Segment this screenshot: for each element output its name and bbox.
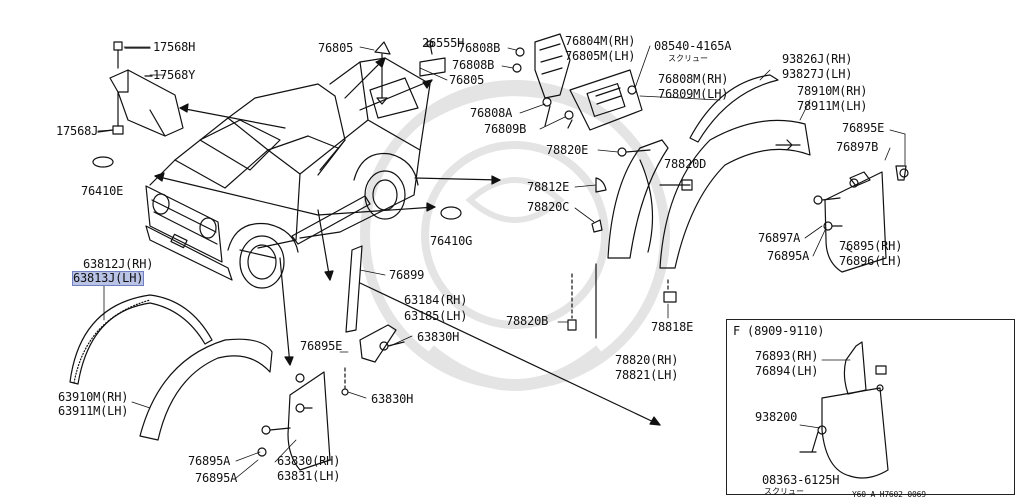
label-76895a-2[interactable]: 76895A bbox=[195, 471, 238, 485]
label-76808b-2[interactable]: 76808B bbox=[452, 58, 495, 72]
label-76895a-1[interactable]: 76895A bbox=[188, 454, 231, 468]
label-93827j[interactable]: 93827J(LH) bbox=[782, 67, 853, 81]
label-17568y[interactable]: 17568Y bbox=[153, 68, 196, 82]
label-17568j[interactable]: 17568J bbox=[56, 124, 99, 138]
label-76805-mid[interactable]: 76805 bbox=[449, 73, 485, 87]
truck-illustration bbox=[145, 57, 431, 289]
label-78820-rh[interactable]: 78820(RH) bbox=[615, 353, 679, 367]
label-63910m[interactable]: 63910M(RH) bbox=[58, 390, 129, 404]
label-26555h[interactable]: 26555H bbox=[422, 36, 465, 50]
label-63184[interactable]: 63184(RH) bbox=[404, 293, 468, 307]
label-76805-top[interactable]: 76805 bbox=[318, 41, 354, 55]
label-63830h-2[interactable]: 63830H bbox=[371, 392, 414, 406]
label-08540-note: スクリュー bbox=[668, 54, 708, 63]
air-guide-part bbox=[97, 41, 184, 137]
front-fender-moulding bbox=[69, 294, 213, 385]
label-78910m[interactable]: 78910M(RH) bbox=[797, 84, 868, 98]
leader-lines bbox=[97, 44, 906, 479]
label-78821-lh[interactable]: 78821(LH) bbox=[615, 368, 679, 382]
label-78820b[interactable]: 78820B bbox=[506, 314, 549, 328]
label-08363[interactable]: 08363-6125H bbox=[762, 473, 840, 487]
emblem-parts bbox=[374, 40, 446, 105]
fuel-lid-assembly bbox=[512, 33, 643, 131]
mud-flap-right bbox=[813, 165, 909, 273]
inset-mud-flap bbox=[799, 341, 889, 479]
label-63185[interactable]: 63185(LH) bbox=[404, 309, 468, 323]
mud-flap-left bbox=[257, 367, 349, 471]
label-63813j-highlighted[interactable]: 63813J(LH) bbox=[72, 271, 145, 286]
label-78820d[interactable]: 78820D bbox=[664, 157, 707, 171]
label-78812e[interactable]: 78812E bbox=[527, 180, 570, 194]
label-76896-lh[interactable]: 76896(LH) bbox=[839, 254, 903, 268]
label-78818e[interactable]: 78818E bbox=[651, 320, 694, 334]
arrow-heads bbox=[285, 357, 293, 365]
cap-76410g bbox=[440, 206, 462, 220]
label-76895e-right[interactable]: 76895E bbox=[842, 121, 885, 135]
line-art bbox=[69, 33, 909, 479]
label-76410e[interactable]: 76410E bbox=[81, 184, 124, 198]
label-63911m[interactable]: 63911M(LH) bbox=[58, 404, 129, 418]
label-93826j[interactable]: 93826J(RH) bbox=[782, 52, 853, 66]
label-76808m[interactable]: 76808M(RH) bbox=[658, 72, 729, 86]
step-strip bbox=[345, 245, 363, 333]
label-76893[interactable]: 76893(RH) bbox=[755, 349, 819, 363]
label-76805m[interactable]: 76805M(LH) bbox=[565, 49, 636, 63]
label-08363-note: スクリュー bbox=[764, 487, 804, 496]
label-938200[interactable]: 938200 bbox=[755, 410, 798, 424]
label-78911m[interactable]: 78911M(LH) bbox=[797, 99, 868, 113]
label-76808b-1[interactable]: 76808B bbox=[458, 41, 501, 55]
label-76895a-right[interactable]: 76895A bbox=[767, 249, 810, 263]
label-17568h[interactable]: 17568H bbox=[153, 40, 196, 54]
label-78820c[interactable]: 78820C bbox=[527, 200, 570, 214]
rear-fender-flare bbox=[659, 74, 811, 269]
label-63831-lh[interactable]: 63831(LH) bbox=[277, 469, 341, 483]
label-76895e-left[interactable]: 76895E bbox=[300, 339, 343, 353]
front-fender-flare bbox=[139, 338, 273, 441]
label-63812j[interactable]: 63812J(RH) bbox=[83, 257, 154, 271]
label-76897a[interactable]: 76897A bbox=[758, 231, 801, 245]
label-63830-rh[interactable]: 63830(RH) bbox=[277, 454, 341, 468]
label-76895-rh[interactable]: 76895(RH) bbox=[839, 239, 903, 253]
label-78820e[interactable]: 78820E bbox=[546, 143, 589, 157]
label-76899[interactable]: 76899 bbox=[389, 268, 425, 282]
label-76808a[interactable]: 76808A bbox=[470, 106, 513, 120]
diagram-id: Y60 A H7602 0069 bbox=[852, 490, 926, 499]
label-76809m[interactable]: 76809M(LH) bbox=[658, 87, 729, 101]
inset-title: F (8909-9110) bbox=[733, 324, 825, 338]
label-76804m[interactable]: 76804M(RH) bbox=[565, 34, 636, 48]
label-63830h-1[interactable]: 63830H bbox=[417, 330, 460, 344]
label-76897b[interactable]: 76897B bbox=[836, 140, 879, 154]
label-08540[interactable]: 08540-4165A bbox=[654, 39, 732, 53]
label-76410g[interactable]: 76410G bbox=[430, 234, 473, 248]
inset-frame bbox=[726, 319, 1015, 495]
label-76894[interactable]: 76894(LH) bbox=[755, 364, 819, 378]
label-76809b[interactable]: 76809B bbox=[484, 122, 527, 136]
wheel-arch-liner bbox=[567, 139, 693, 339]
watermark-emblem bbox=[360, 80, 670, 391]
cap-76410e bbox=[92, 156, 114, 168]
